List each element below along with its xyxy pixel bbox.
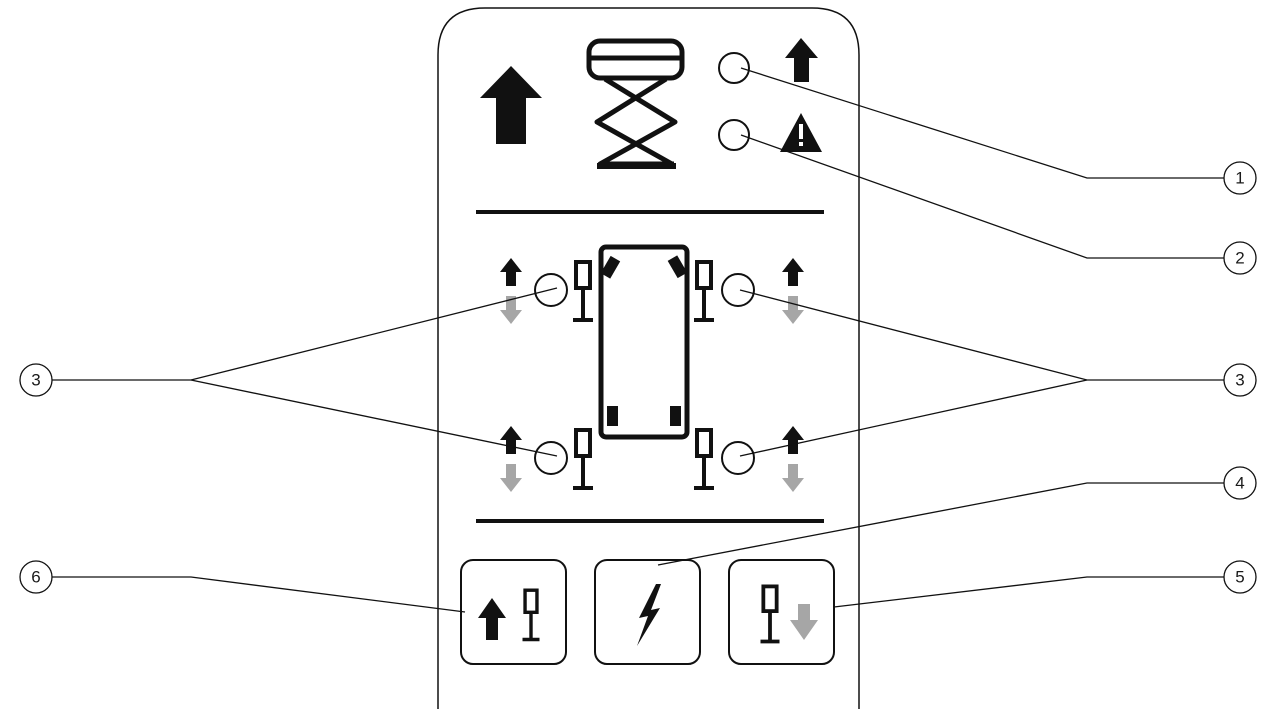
svg-text:5: 5 <box>1235 568 1244 587</box>
lift-up-indicator-light <box>718 52 750 84</box>
power-button[interactable] <box>594 559 701 665</box>
jack-front-right-indicator <box>721 273 755 307</box>
big-up-arrow-icon <box>480 66 542 144</box>
small-up-arrow-icon <box>785 38 818 82</box>
callout-3-right: 3 <box>1223 363 1257 397</box>
leader-lines <box>52 67 1224 613</box>
svg-text:3: 3 <box>31 371 40 390</box>
warning-triangle-icon <box>780 113 822 152</box>
scissor-lift-icon <box>586 38 685 169</box>
svg-text:4: 4 <box>1235 474 1244 493</box>
callout-3-left: 3 <box>19 363 53 397</box>
lightning-icon <box>637 584 661 646</box>
svg-text:1: 1 <box>1235 169 1244 188</box>
jack-rear-right-indicator <box>721 441 755 475</box>
vehicle-outline-icon <box>598 244 690 440</box>
callout-1: 1 <box>1223 161 1257 195</box>
svg-text:6: 6 <box>31 568 40 587</box>
callout-2: 2 <box>1223 241 1257 275</box>
jack-rear-left-indicator <box>534 441 568 475</box>
retract-outrigger-button[interactable] <box>728 559 835 665</box>
callout-4: 4 <box>1223 466 1257 500</box>
callout-5: 5 <box>1223 560 1257 594</box>
svg-text:3: 3 <box>1235 371 1244 390</box>
svg-text:2: 2 <box>1235 249 1244 268</box>
warning-indicator-light <box>718 119 750 151</box>
callout-6: 6 <box>19 560 53 594</box>
extend-outrigger-button[interactable] <box>460 559 567 665</box>
